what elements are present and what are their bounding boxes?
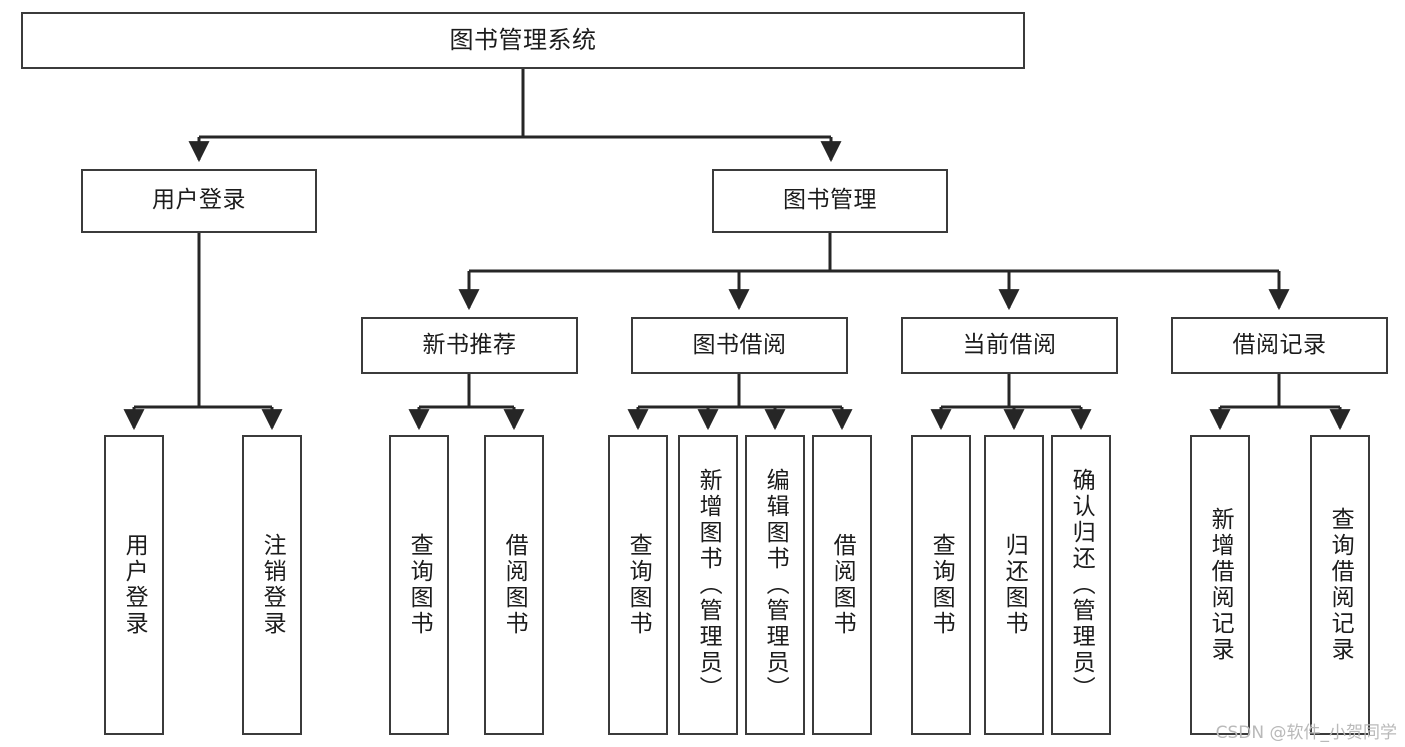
- node-label: 当前借阅: [962, 331, 1057, 358]
- node-label: 查询借阅记录: [1327, 507, 1354, 663]
- node-label: 图书管理系统: [449, 26, 597, 55]
- node-leaf-query-book-borrow[interactable]: 查询图书: [608, 435, 668, 735]
- node-label: 用户登录: [121, 533, 148, 637]
- node-label: 查询图书: [406, 533, 433, 637]
- node-label: 用户登录: [152, 187, 246, 214]
- node-leaf-borrow-book[interactable]: 借阅图书: [812, 435, 872, 735]
- node-label: 新增借阅记录: [1207, 507, 1234, 663]
- node-current-borrow[interactable]: 当前借阅: [901, 317, 1118, 374]
- node-book-management[interactable]: 图书管理: [712, 169, 948, 233]
- node-label: 新增图书（管理员）: [695, 468, 722, 702]
- node-leaf-user-logout[interactable]: 注销登录: [242, 435, 302, 735]
- node-borrow-record[interactable]: 借阅记录: [1171, 317, 1388, 374]
- node-label: 图书借阅: [692, 331, 787, 358]
- node-user-login[interactable]: 用户登录: [81, 169, 317, 233]
- node-leaf-confirm-return-admin[interactable]: 确认归还（管理员）: [1051, 435, 1111, 735]
- node-label: 编辑图书（管理员）: [762, 468, 789, 702]
- node-leaf-edit-book-admin[interactable]: 编辑图书（管理员）: [745, 435, 805, 735]
- node-leaf-user-login[interactable]: 用户登录: [104, 435, 164, 735]
- node-label: 查询图书: [928, 533, 955, 637]
- node-label: 新书推荐: [422, 331, 517, 358]
- node-label: 注销登录: [259, 533, 286, 637]
- node-leaf-query-book-recommend[interactable]: 查询图书: [389, 435, 449, 735]
- node-leaf-query-borrow-record[interactable]: 查询借阅记录: [1310, 435, 1370, 735]
- node-label: 借阅图书: [501, 533, 528, 637]
- node-leaf-query-book-current[interactable]: 查询图书: [911, 435, 971, 735]
- node-leaf-return-book[interactable]: 归还图书: [984, 435, 1044, 735]
- node-label: 确认归还（管理员）: [1068, 468, 1095, 702]
- node-label: 借阅图书: [829, 533, 856, 637]
- node-leaf-add-borrow-record[interactable]: 新增借阅记录: [1190, 435, 1250, 735]
- node-leaf-borrow-book-recommend[interactable]: 借阅图书: [484, 435, 544, 735]
- node-book-borrow[interactable]: 图书借阅: [631, 317, 848, 374]
- node-root-book-management-system[interactable]: 图书管理系统: [21, 12, 1025, 69]
- csdn-watermark: CSDN @软件_小贺同学: [1215, 723, 1397, 743]
- node-label: 归还图书: [1001, 533, 1028, 637]
- node-leaf-add-book-admin[interactable]: 新增图书（管理员）: [678, 435, 738, 735]
- node-label: 图书管理: [783, 187, 877, 214]
- node-label: 查询图书: [625, 533, 652, 637]
- node-label: 借阅记录: [1232, 331, 1327, 358]
- node-new-book-recommend[interactable]: 新书推荐: [361, 317, 578, 374]
